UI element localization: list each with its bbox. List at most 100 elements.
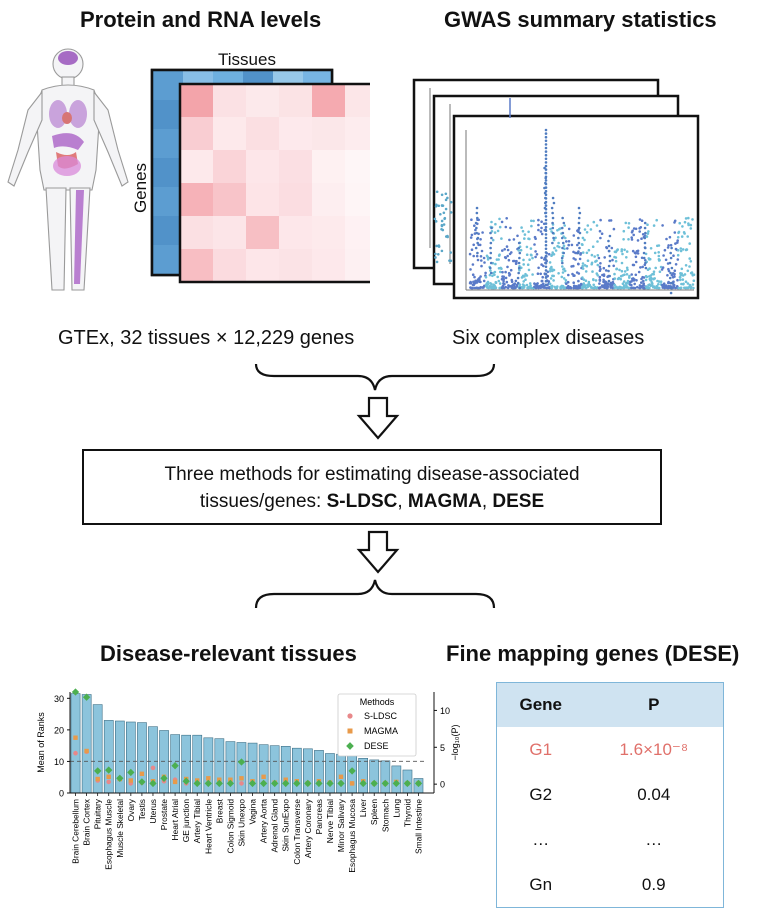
point-dese [403, 779, 412, 788]
point-magma [172, 779, 178, 785]
point-dese [337, 779, 345, 788]
point-magma [217, 777, 222, 782]
gene-cell: … [532, 829, 550, 849]
bar [115, 720, 125, 794]
point-magma [283, 777, 288, 782]
expression-matrix [150, 68, 370, 284]
x-tick-label: Esophagus Muscle [104, 799, 114, 870]
bar [369, 759, 380, 794]
gene-cell: G2 [529, 784, 553, 804]
point-dese [105, 766, 113, 774]
point-magma [128, 778, 133, 783]
gwas-manhattan-stack [412, 78, 700, 300]
x-tick-label: Heart Atrial [170, 799, 180, 841]
x-tick-label: Thyroid [402, 799, 412, 827]
gwas-title: GWAS summary statistics [444, 7, 717, 32]
point-sldsc [73, 750, 78, 756]
point-dese [171, 762, 179, 770]
methods-box: Three methods for estimating disease-ass… [82, 449, 662, 525]
table-row: G2 0.04 [497, 772, 724, 817]
x-tick-label: Small Intestine [414, 799, 424, 854]
point-magma [73, 735, 78, 740]
point-magma [206, 776, 211, 781]
x-tick-label: Testis [137, 799, 147, 820]
bar [391, 765, 402, 794]
gene-cell: G1 [529, 739, 553, 759]
methods-prefix: tissues/genes: [199, 491, 327, 512]
point-magma [106, 774, 111, 779]
point-sldsc [106, 779, 111, 785]
x-tick-label: Colon Sigmoid [225, 799, 235, 854]
col-gene-header: Gene [496, 682, 585, 727]
point-dese [127, 768, 135, 777]
down-arrow-icon [356, 530, 400, 574]
human-body-icon [7, 48, 129, 291]
expression-title: Protein and RNA levels [80, 7, 322, 32]
point-magma [84, 748, 89, 754]
bar [336, 753, 346, 794]
bar [70, 693, 81, 794]
merge-brace-top [254, 363, 496, 391]
x-tick-label: Lung [391, 799, 401, 818]
gtex-caption: GTEx, 32 tissues × 12,229 genes [58, 327, 355, 349]
down-arrow-icon [356, 396, 400, 440]
y2-axis-label: −log₁₀(P) [450, 724, 460, 760]
y2-tick-label: 0 [440, 780, 445, 790]
x-tick-label: Minor Salivary [336, 798, 346, 852]
point-magma [338, 774, 344, 779]
sep1: , [397, 491, 408, 512]
matrix-side-label: Genes [131, 162, 151, 214]
bar [81, 694, 92, 794]
methods-line2: tissues/genes: S-LDSC, MAGMA, DESE [84, 488, 660, 515]
p-cell: 0.9 [641, 874, 666, 894]
x-tick-label: Skin SunExpo [281, 799, 291, 852]
point-magma [95, 776, 100, 782]
method-sldsc: S-LDSC [326, 491, 398, 512]
point-sldsc [239, 781, 244, 786]
x-tick-label: Muscle Skeletal [115, 799, 125, 858]
x-tick-label: Adrenal Gland [270, 799, 280, 853]
legend [337, 693, 417, 757]
x-tick-label: Ovary [126, 798, 136, 821]
point-dese [271, 779, 279, 788]
gwas-caption: Six complex diseases [452, 327, 645, 349]
method-magma: MAGMA [407, 491, 482, 512]
point-magma [239, 776, 244, 781]
table-header-row: Gene P [496, 682, 724, 727]
table-row: … … [497, 817, 724, 862]
tissues-title: Disease-relevant tissues [100, 641, 357, 666]
x-tick-label: Breast [214, 798, 224, 823]
point-magma [139, 771, 145, 776]
gene-cell: Gn [529, 874, 553, 894]
y2-tick-label: 10 [440, 706, 450, 716]
legend-entry: MAGMA [364, 726, 398, 736]
point-magma [261, 774, 266, 779]
x-tick-label: Liver [358, 799, 368, 817]
x-tick-label: Pituitary [93, 798, 103, 829]
point-sldsc [150, 765, 156, 771]
x-tick-label: Brain Cortex [82, 798, 92, 845]
x-tick-label: GE junction [181, 799, 191, 843]
legend-entry: S-LDSC [364, 711, 398, 721]
gene-table: Gene P G1 1.6×10⁻⁸ G2 0.04 … … Gn 0.9 [496, 682, 724, 908]
point-dese [149, 779, 157, 788]
x-tick-label: Colon Transverse [292, 799, 302, 865]
x-tick-label: Pancreas [314, 799, 324, 834]
x-tick-label: Prostate [159, 799, 169, 831]
p-cell: … [645, 829, 663, 849]
point-dese [348, 767, 356, 775]
y-axis-label: Mean of Ranks [36, 712, 46, 773]
bar [380, 760, 391, 794]
methods-line1: Three methods for estimating disease-ass… [164, 464, 580, 485]
x-tick-label: Skin Unexpo [237, 799, 247, 847]
point-dese [204, 779, 212, 788]
x-tick-label: Uterus [148, 799, 158, 824]
bar [358, 758, 369, 794]
point-dese [259, 779, 268, 788]
bar [325, 753, 335, 794]
bar [159, 730, 169, 794]
table-row: G1 1.6×10⁻⁸ [497, 727, 724, 772]
point-dese [315, 779, 323, 788]
genes-title: Fine mapping genes (DESE) [446, 641, 740, 666]
col-p-header: P [584, 682, 724, 727]
